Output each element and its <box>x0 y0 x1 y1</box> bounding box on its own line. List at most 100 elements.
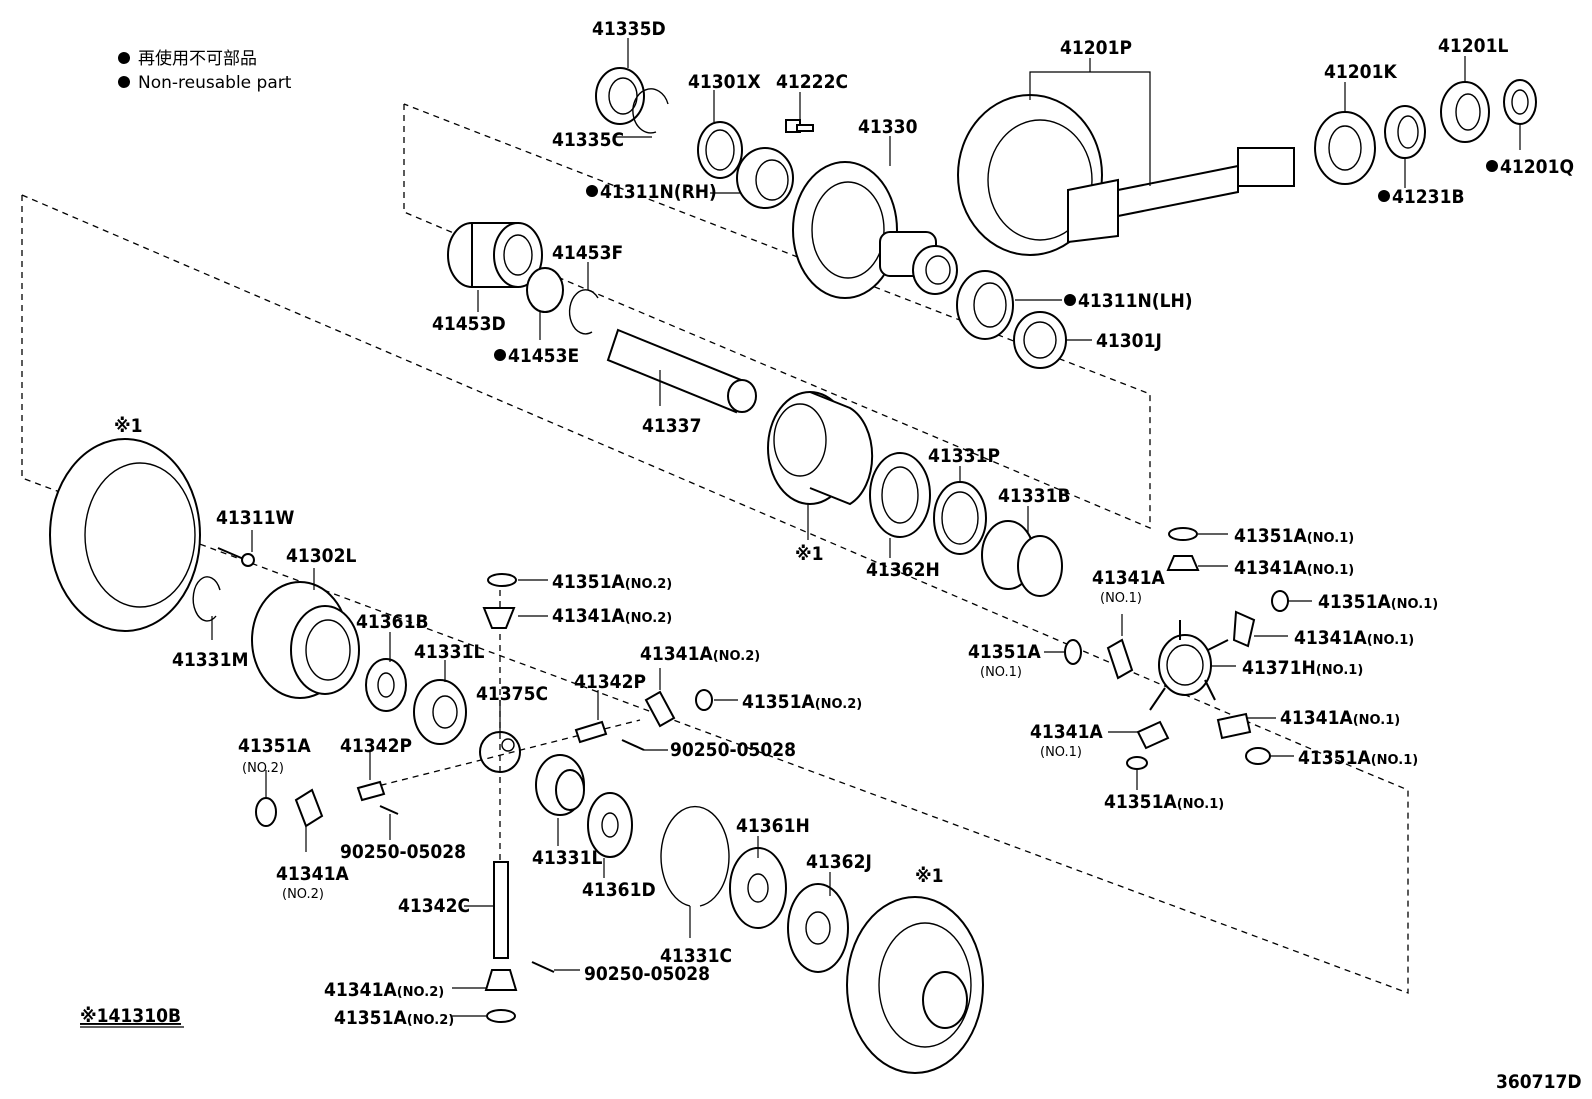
part-41331M-snap-ring[interactable] <box>192 576 221 640</box>
label-41453E[interactable]: 41453E <box>508 345 579 367</box>
part-41341A-no1-top-pinion[interactable] <box>1166 555 1228 571</box>
part-41351A-no1-right-washer[interactable] <box>1271 590 1312 612</box>
part-41361B-washer[interactable] <box>365 632 407 712</box>
label-41311N-RH[interactable]: 41311N(RH) <box>600 181 717 203</box>
part-41351A-no2-top-washer[interactable] <box>487 573 548 587</box>
label-90250-bottom[interactable]: 90250-05028 <box>584 963 710 985</box>
label-41201K[interactable]: 41201K <box>1324 61 1397 83</box>
part-41201Q-nut[interactable] <box>1503 79 1537 150</box>
part-90250-pin-bottom[interactable] <box>531 961 580 973</box>
part-90250-pin-right[interactable] <box>621 739 668 751</box>
part-41453D-sleeve[interactable] <box>447 222 543 312</box>
part-41362H-washer[interactable] <box>869 452 931 558</box>
label-41201L[interactable]: 41201L <box>1438 35 1508 57</box>
part-41342C-shaft[interactable] <box>464 861 509 959</box>
part-41351A-no1-top-washer[interactable] <box>1168 527 1228 541</box>
part-41331P-washer[interactable] <box>933 466 987 555</box>
label-41351A-no1-left[interactable]: 41351A <box>968 641 1041 663</box>
label-41301X[interactable]: 41301X <box>688 71 761 93</box>
part-41362J-washer[interactable] <box>787 872 849 973</box>
label-90250-left[interactable]: 90250-05028 <box>340 841 466 863</box>
part-41453E-o-ring[interactable] <box>526 267 564 340</box>
part-41341A-no1-left-pinion[interactable] <box>1106 614 1134 680</box>
label-41341A-no1-right[interactable]: 41341A(NO.1) <box>1294 627 1414 649</box>
part-41361D-washer[interactable] <box>587 792 633 878</box>
label-41341A-no2-top[interactable]: 41341A(NO.2) <box>552 605 672 627</box>
label-41453F[interactable]: 41453F <box>552 242 623 264</box>
label-41361H[interactable]: 41361H <box>736 815 810 837</box>
part-41342P-pin-left[interactable] <box>356 752 386 802</box>
part-41331B-gear[interactable] <box>981 506 1063 597</box>
part-41331-case-half-left[interactable] <box>49 438 201 632</box>
part-41302L-case[interactable] <box>251 568 360 699</box>
part-41335D-bearing[interactable] <box>595 38 645 125</box>
label-41342P-right[interactable]: 41342P <box>574 671 646 693</box>
label-41301J[interactable]: 41301J <box>1096 330 1162 352</box>
part-41201L-bearing[interactable] <box>1440 56 1490 143</box>
part-41351A-no2-bottom-washer[interactable] <box>452 1009 516 1023</box>
part-41301J-shim[interactable] <box>1013 311 1092 369</box>
part-41201K-bearing-race[interactable] <box>1314 82 1376 185</box>
label-41341A-no1-top[interactable]: 41341A(NO.1) <box>1234 557 1354 579</box>
label-41331C[interactable]: 41331C <box>660 945 732 967</box>
label-41375C[interactable]: 41375C <box>476 683 548 705</box>
label-41362J[interactable]: 41362J <box>806 851 872 873</box>
label-41341A-no2-bottom[interactable]: 41341A(NO.2) <box>324 979 444 1001</box>
part-41201P-ring-and-pinion[interactable] <box>957 58 1295 256</box>
label-41341A-no2-left[interactable]: 41341A <box>276 863 349 885</box>
part-41351A-no1-lower-left-washer[interactable] <box>1126 756 1148 790</box>
part-41311W-bolt[interactable] <box>217 530 255 567</box>
label-41453D[interactable]: 41453D <box>432 313 506 335</box>
label-41222C[interactable]: 41222C <box>776 71 848 93</box>
part-41337-shaft[interactable] <box>606 328 757 414</box>
label-41311W[interactable]: 41311W <box>216 507 294 529</box>
part-41342P-pin-right[interactable] <box>574 690 608 744</box>
label-41201P[interactable]: 41201P <box>1060 37 1132 59</box>
part-41222C-bolt[interactable] <box>785 92 814 133</box>
label-41351A-no2-right[interactable]: 41351A(NO.2) <box>742 691 862 713</box>
part-41341A-no1-lower-right-pinion[interactable] <box>1216 712 1276 740</box>
label-41335C[interactable]: 41335C <box>552 129 624 151</box>
label-41361B[interactable]: 41361B <box>356 611 429 633</box>
label-41351A-no1-top[interactable]: 41351A(NO.1) <box>1234 525 1354 547</box>
part-41341A-no2-bottom-pinion[interactable] <box>452 969 518 991</box>
label-41331M[interactable]: 41331M <box>172 649 248 671</box>
part-41361H-washer[interactable] <box>729 836 787 929</box>
label-41351A-no2-bottom[interactable]: 41351A(NO.2) <box>334 1007 454 1029</box>
label-41311N-LH[interactable]: 41311N(LH) <box>1078 290 1193 312</box>
part-41351A-no2-right-washer[interactable] <box>695 689 738 711</box>
part-41351A-no2-left-washer[interactable] <box>255 770 277 827</box>
label-41231B[interactable]: 41231B <box>1392 186 1465 208</box>
label-41361D[interactable]: 41361D <box>582 879 656 901</box>
part-41351A-no1-lower-right-washer[interactable] <box>1245 747 1294 765</box>
part-41371H-spider[interactable] <box>1149 620 1236 711</box>
label-41337[interactable]: 41337 <box>642 415 701 437</box>
label-41351A-no1-bottom[interactable]: 41351A(NO.1) <box>1104 791 1224 813</box>
part-41330-differential-case[interactable] <box>792 136 958 299</box>
part-41301X-shim[interactable] <box>697 90 743 179</box>
part-41331L-side-gear-lower[interactable] <box>535 754 585 846</box>
part-41341A-no2-right-pinion[interactable] <box>644 668 676 728</box>
label-41201Q[interactable]: 41201Q <box>1500 156 1574 178</box>
label-41335D[interactable]: 41335D <box>592 18 666 40</box>
label-41362H[interactable]: 41362H <box>866 559 940 581</box>
label-41341A-no2-right[interactable]: 41341A(NO.2) <box>640 643 760 665</box>
label-41351A-no1-lower-right[interactable]: 41351A(NO.1) <box>1298 747 1418 769</box>
label-41351A-no2-left[interactable]: 41351A <box>238 735 311 757</box>
label-41342C[interactable]: 41342C <box>398 895 470 917</box>
part-41341A-no2-left-pinion[interactable] <box>294 788 324 852</box>
part-41341A-no1-lower-left-pinion[interactable] <box>1108 720 1170 750</box>
label-41331P[interactable]: 41331P <box>928 445 1000 467</box>
label-90250-right[interactable]: 90250-05028 <box>670 739 796 761</box>
label-41331B[interactable]: 41331B <box>998 485 1071 507</box>
part-41453F-snap-ring[interactable] <box>568 262 599 335</box>
part-41341A-no2-top-pinion[interactable] <box>482 607 548 629</box>
label-41351A-no2-top[interactable]: 41351A(NO.2) <box>552 571 672 593</box>
part-41331C-snap-ring[interactable] <box>660 805 730 938</box>
label-41371H[interactable]: 41371H(NO.1) <box>1242 657 1363 679</box>
part-41331-case-half-right[interactable] <box>846 896 984 1074</box>
part-41331L-side-gear[interactable] <box>413 660 467 745</box>
label-41331L-lower[interactable]: 41331L <box>532 847 602 869</box>
part-41311N-LH-bearing[interactable] <box>956 270 1062 340</box>
label-41351A-no1-right[interactable]: 41351A(NO.1) <box>1318 591 1438 613</box>
